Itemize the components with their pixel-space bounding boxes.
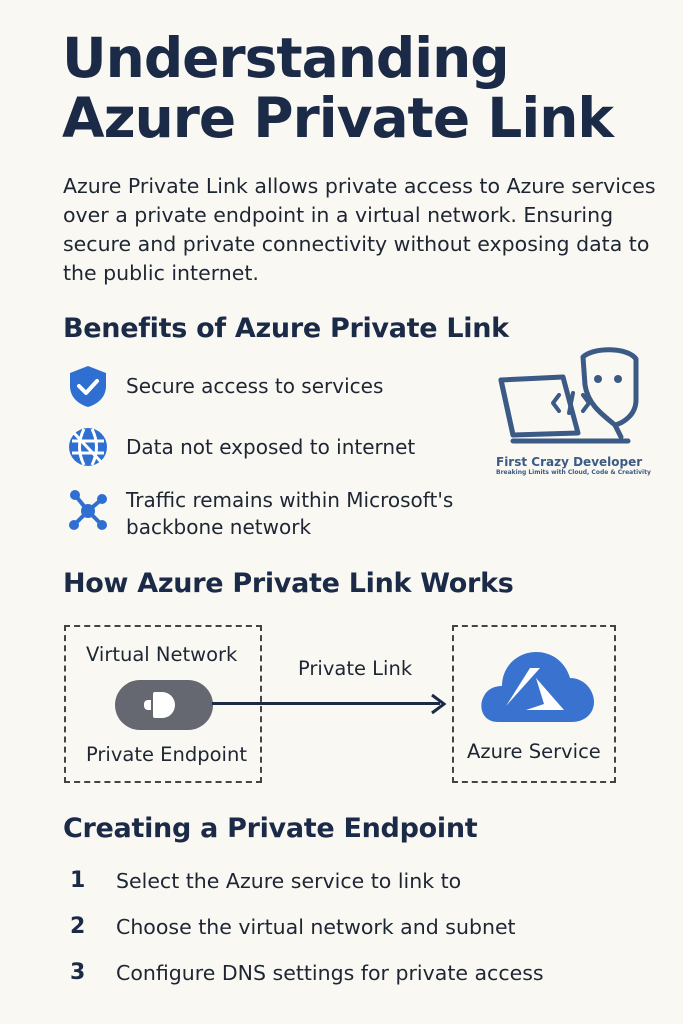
benefit-label: Data not exposed to internet: [126, 434, 416, 459]
step-item: 2 Choose the virtual network and subnet: [70, 914, 516, 939]
step-text: Choose the virtual network and subnet: [116, 914, 516, 939]
step-item: 3 Configure DNS settings for private acce…: [70, 960, 544, 985]
benefit-item: Data not exposed to internet: [66, 425, 415, 469]
step-number: 3: [70, 960, 86, 985]
benefit-label: Secure access to services: [126, 373, 384, 398]
shield-check-icon: [70, 366, 106, 407]
virtual-network-label: Virtual Network: [86, 643, 238, 666]
logo-tagline: Breaking Limits with Cloud, Code & Creat…: [496, 469, 651, 476]
benefits-heading: Benefits of Azure Private Link: [63, 313, 509, 344]
title-line-2: Azure Private Link: [62, 86, 614, 150]
intro-text: Azure Private Link allows private access…: [63, 172, 663, 288]
step-item: 1 Select the Azure service to link to: [70, 868, 461, 893]
laptop-owl-logo-icon: [498, 347, 639, 444]
step-number: 1: [70, 868, 86, 893]
step-text: Configure DNS settings for private acces…: [116, 960, 544, 985]
globe-icon: [69, 428, 107, 466]
private-link-label: Private Link: [298, 657, 413, 680]
private-endpoint-label: Private Endpoint: [86, 743, 247, 766]
private-link-arrow: [212, 702, 440, 705]
azure-service-label: Azure Service: [467, 740, 601, 763]
step-number: 2: [70, 914, 86, 939]
how-heading: How Azure Private Link Works: [63, 568, 514, 599]
intro-bold: Azure Private Link: [63, 174, 248, 198]
azure-service-box: [452, 625, 616, 783]
benefit-item: Secure access to services: [66, 364, 383, 408]
logo-name: First Crazy Developer: [496, 455, 643, 469]
creating-heading: Creating a Private Endpoint: [63, 813, 478, 844]
private-endpoint-icon: [115, 680, 213, 730]
arrow-head-icon: [431, 693, 447, 715]
logo: First Crazy Developer Breaking Limits wi…: [493, 345, 653, 485]
network-hub-icon: [69, 490, 107, 530]
benefit-item: Traffic remains within Microsoft's backb…: [66, 487, 506, 541]
intro-rest: allows private access to Azure services …: [63, 174, 656, 285]
step-text: Select the Azure service to link to: [116, 868, 462, 893]
benefit-label: Traffic remains within Microsoft's backb…: [126, 488, 454, 539]
title-line-1: Understanding: [62, 26, 510, 90]
azure-cloud-icon: [481, 652, 594, 722]
